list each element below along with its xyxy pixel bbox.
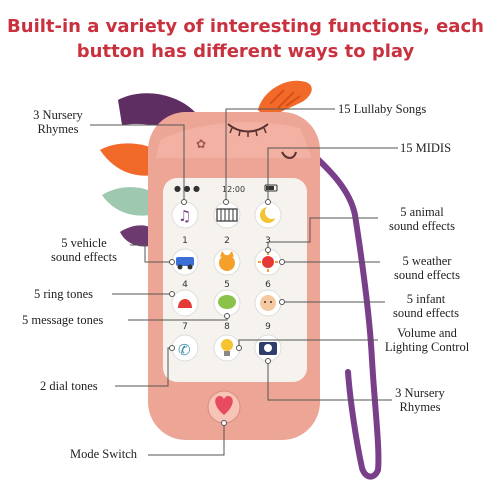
headline: Built-in a variety of interesting functi… [0,14,491,64]
callout-animal-sound-effects: 5 animal sound effects [380,205,464,233]
svg-text:● ● ●: ● ● ● [174,184,200,193]
unicorn-horn [258,80,312,120]
callout-vehicle-line1: 5 vehicle [61,236,107,250]
callout-infant-line1: 5 infant [406,292,446,306]
callout-weather-sound-effects: 5 weather sound effects [382,254,472,282]
callout-ring-tones: 5 ring tones [34,287,94,301]
callout-midis: 15 MIDIS [400,141,452,155]
callout-vehicle-line2: sound effects [50,250,118,264]
svg-text:♫: ♫ [178,207,191,225]
key-number-6: 6 [265,280,271,290]
callout-infant-line2: sound effects [392,306,460,320]
lanyard [305,147,382,480]
callout-dots [169,199,285,426]
svg-text:✆: ✆ [178,341,191,359]
callout-nursery-rhymes-bottom-line2: Rhymes [399,400,441,414]
callout-nursery-rhymes-bottom-line1: 3 Nursery [395,386,445,400]
callout-weather-line1: 5 weather [402,254,452,268]
logo-mark: ✿ [196,137,206,151]
key-number-4: 4 [182,280,188,290]
callout-volume-line1: Volume and [397,326,457,340]
closed-eye [227,123,269,133]
key-number-9: 9 [265,322,271,332]
key-number-1: 1 [182,236,188,246]
heart-icon [215,396,233,415]
headline-line-1: Built-in a variety of interesting functi… [7,16,484,37]
callout-weather-line2: sound effects [393,268,461,282]
key-number-8: 8 [224,322,230,332]
callout-leader-lines [90,108,398,456]
callout-animal-line1: 5 animal [400,205,444,219]
callout-nursery-rhymes-top-line2: Rhymes [37,122,79,136]
callout-message-tones: 5 message tones [22,313,104,327]
callout-volume-line2: Lighting Control [384,340,470,354]
callout-volume-lighting: Volume and Lighting Control [372,326,482,354]
callout-nursery-rhymes-top: 3 Nursery Rhymes [22,108,94,136]
callout-vehicle-sound-effects: 5 vehicle sound effects [38,236,130,264]
key-number-3: 3 [265,236,271,246]
headline-line-2: button has different ways to play [76,41,415,62]
callout-nursery-rhymes-bottom: 3 Nursery Rhymes [384,386,456,414]
screen-time: 12:00 [222,185,245,194]
callout-nursery-rhymes-top-line1: 3 Nursery [33,108,83,122]
callout-animal-line2: sound effects [388,219,456,233]
key-number-7: 7 [182,322,188,332]
phone-screen [163,178,307,382]
key-number-5: 5 [224,280,230,290]
callout-mode-switch: Mode Switch [70,447,138,461]
callout-lullaby-songs: 15 Lullaby Songs [338,102,427,116]
callout-infant-sound-effects: 5 infant sound effects [384,292,468,320]
key-number-2: 2 [224,236,230,246]
callout-dial-tones: 2 dial tones [40,379,98,393]
